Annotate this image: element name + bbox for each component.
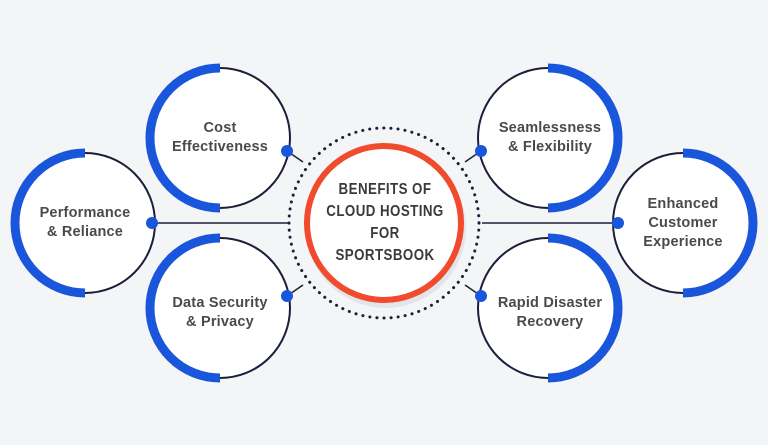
center-circle	[304, 143, 464, 303]
circle-security	[145, 233, 291, 383]
label-customer: Enhanced Customer Experience	[622, 183, 744, 263]
label-cost-line-1: Cost	[203, 120, 237, 136]
label-customer-line-2: Customer	[648, 214, 718, 231]
center-title: BENEFITS OF CLOUD HOSTING FOR SPORTSBOOK	[321, 168, 450, 278]
circle-customer	[612, 148, 758, 298]
dot-performance	[146, 217, 158, 229]
center-title-line-3: FOR SPORTSBOOK	[335, 225, 435, 264]
circle-seamless	[477, 63, 623, 213]
circle-cost	[145, 63, 291, 213]
label-recovery-line-2: Recovery	[516, 314, 584, 330]
label-recovery-line-1: Rapid Disaster	[497, 295, 603, 311]
label-performance-line-1: Performance	[39, 205, 131, 221]
label-security-line-2: & Privacy	[186, 314, 254, 330]
connector-dots	[146, 145, 624, 302]
label-seamless: Seamlessness & Flexibility	[488, 103, 612, 173]
dot-security	[281, 290, 293, 302]
center-title-line-2: CLOUD HOSTING	[326, 203, 444, 220]
label-recovery: Rapid Disaster Recovery	[486, 278, 614, 348]
label-seamless-line-2: & Flexibility	[508, 139, 592, 155]
label-cost: Cost Effectiveness	[160, 103, 280, 173]
dot-seamless	[475, 145, 487, 157]
label-performance: Performance & Reliance	[22, 188, 148, 258]
label-security-line-1: Data Security	[172, 295, 268, 311]
label-seamless-line-1: Seamlessness	[498, 120, 602, 136]
label-performance-line-2: & Reliance	[46, 224, 124, 240]
label-security: Data Security & Privacy	[158, 278, 282, 348]
label-customer-line-3: Experience	[643, 233, 723, 250]
dot-recovery	[475, 290, 487, 302]
label-customer-line-1: Enhanced	[647, 195, 719, 212]
dot-customer	[612, 217, 624, 229]
center-title-line-1: BENEFITS OF	[338, 181, 432, 198]
circle-recovery	[477, 233, 623, 383]
label-cost-line-2: Effectiveness	[171, 139, 269, 155]
dot-cost	[281, 145, 293, 157]
center-dotted-ring	[287, 126, 481, 320]
